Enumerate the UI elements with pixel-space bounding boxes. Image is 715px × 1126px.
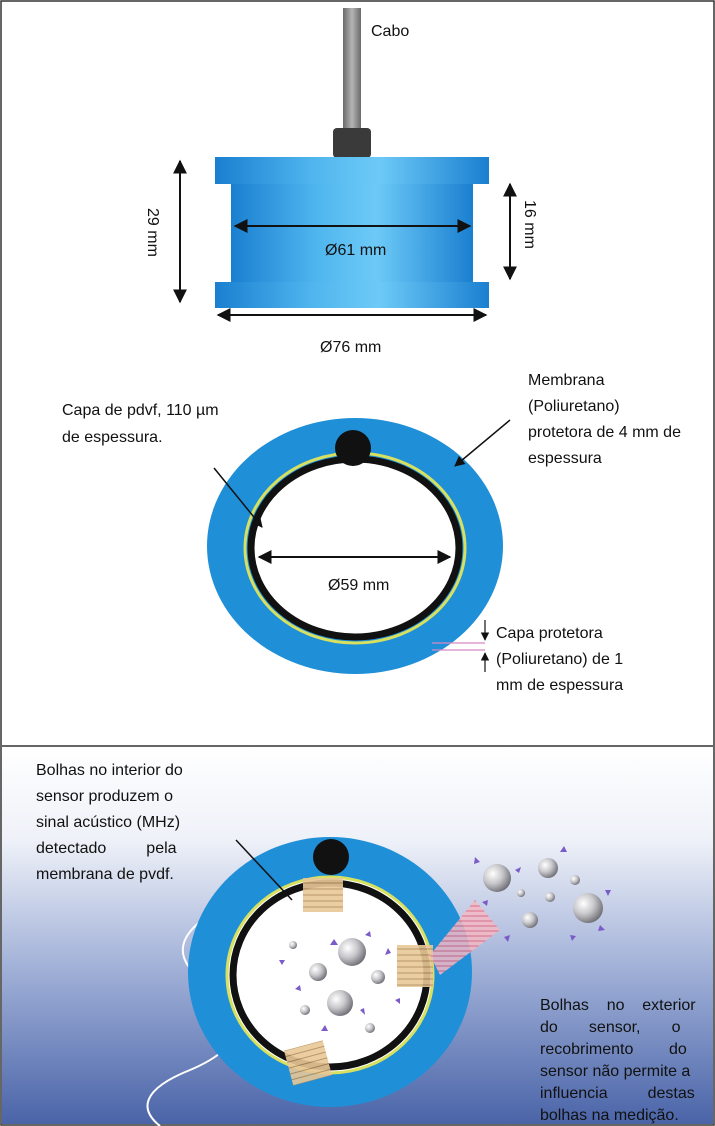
outer-bubbles-line-2: do sensor, o [540,1019,681,1036]
outer-bubbles-line-5: influencia destas [540,1085,695,1102]
sensor-bottom-flange [215,282,489,308]
pvdf-pointer-arrow-icon [213,467,263,528]
protective-line-1: Capa protetora [496,625,603,642]
membrane-pointer-arrow-icon [454,419,511,467]
cable-label: Cabo [371,23,409,40]
inner-bubbles-line-4: detectado pela [36,840,177,857]
outer-bubbles-line-6: bolhas na medição. [540,1107,679,1124]
protective-line-2: (Poliuretano) de 1 [496,651,623,668]
membrane-text: Membrana (Poliuretano) protetora de 4 mm… [528,372,681,467]
bubble-icon [517,889,525,897]
inner-bubbles-line-1: Bolhas no interior do [36,762,183,779]
wave-patch-bottom [284,1040,332,1086]
height-total-label: 29 mm [144,208,161,257]
bubble-icon [309,963,327,981]
bubble-panel [2,745,713,1126]
outer-bubbles-line-3: recobrimento do [540,1041,687,1058]
wave-patch-top [303,878,343,912]
membrane-line-3: protetora de 4 mm de [528,424,681,441]
wave-patch-right [397,945,433,987]
bubble-icon [483,864,511,892]
bubble-icon [538,858,558,878]
outer-bubbles-text: Bolhas no exterior do sensor, o recobrim… [540,997,696,1124]
bubble-icon [300,1005,310,1015]
outer-bubble-sparkles [474,846,611,942]
reflected-wave-icon [430,900,500,975]
inner-bubbles-line-2: sensor produzem o [36,788,173,805]
membrane-line-1: Membrana [528,372,605,389]
inner-bubbles-pointer [235,839,293,901]
protective-layer-text: Capa protetora (Poliuretano) de 1 mm de … [496,625,623,694]
side-view [173,8,517,322]
height-inner-label: 16 mm [521,200,538,249]
inner-bubbles-text: Bolhas no interior do sensor produzem o … [36,762,183,883]
bubble-icon [371,970,385,984]
outer-bubbles-line-1: Bolhas no exterior [540,997,696,1014]
bubble-icon [365,1023,375,1033]
inner-diameter-side-label: Ø61 mm [325,242,386,259]
bubble-icon [573,893,603,923]
sensor-top-flange [215,157,489,184]
bottom-cable-connector [313,839,349,875]
cable-connector-top [335,430,371,466]
inner-bubbles-line-3: sinal acústico (MHz) [36,814,180,831]
membrane-line-4: espessura [528,450,602,467]
bubble-icon [522,912,538,928]
outer-bubbles-line-4: sensor não permite a [540,1063,690,1080]
inner-cavity [247,455,463,641]
outer-diameter-label: Ø76 mm [320,339,381,356]
cable-icon [343,8,361,130]
inner-bubbles-line-5: membrana de pvdf. [36,866,174,883]
bubble-sparkles [279,931,400,1031]
cable-connector [333,128,371,158]
pvdf-layer-text: Capa de pdvf, 110 µm de espessura. [62,402,219,446]
sensor-body [231,184,473,282]
protective-line-3: mm de espessura [496,677,623,694]
bubble-icon [545,892,555,902]
membrane-line-2: (Poliuretano) [528,398,620,415]
bubble-icon [570,875,580,885]
bubble-icon [338,938,366,966]
bubble-icon [289,941,297,949]
cavity-diameter-label: Ø59 mm [328,577,389,594]
bubble-icon [327,990,353,1016]
pvdf-line-1: Capa de pdvf, 110 µm [62,402,219,419]
top-view [207,418,511,674]
pvdf-line-2: de espessura. [62,429,163,446]
